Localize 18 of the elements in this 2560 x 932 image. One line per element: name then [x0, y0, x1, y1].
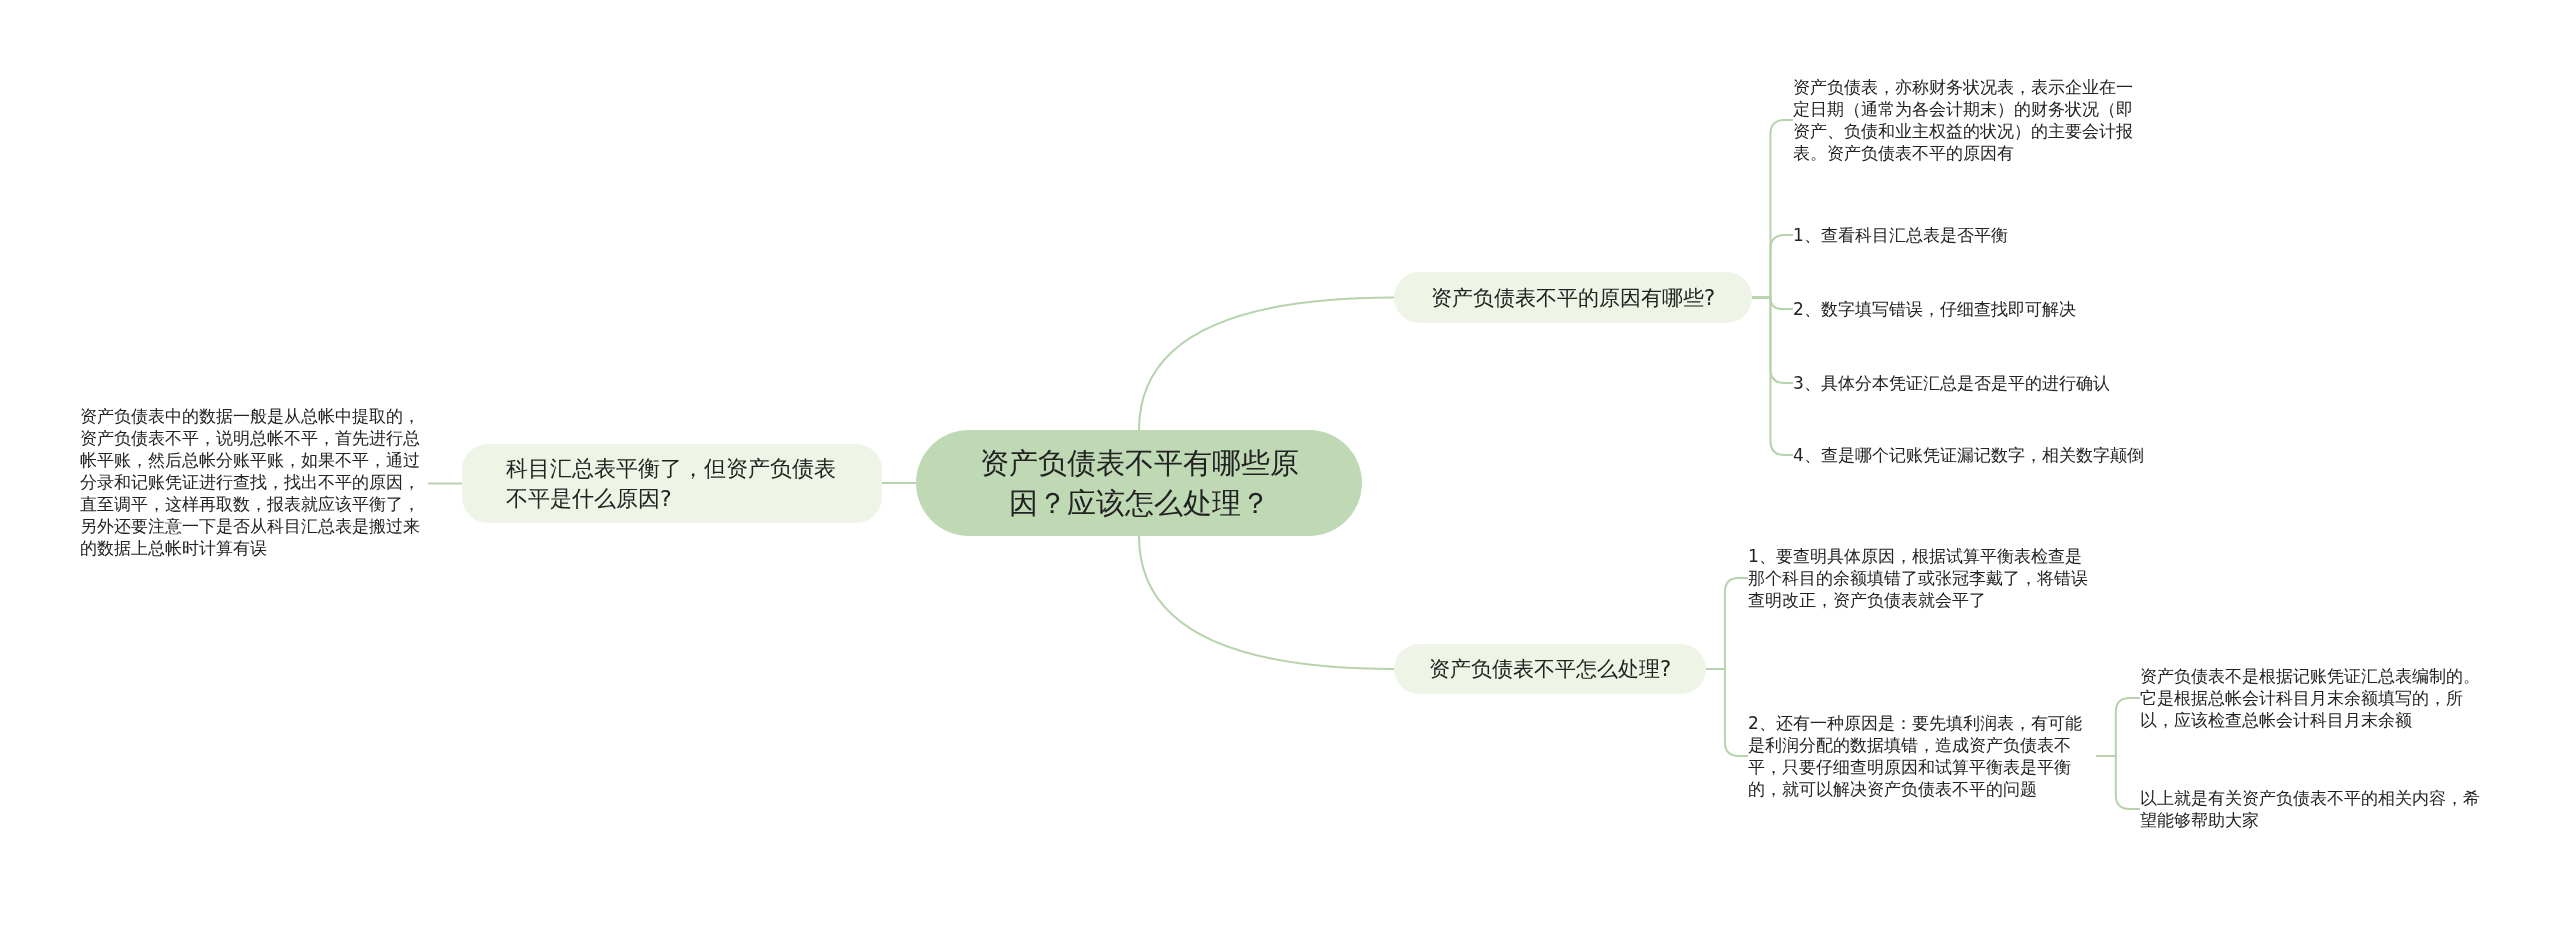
note-text: 1、要查明具体原因，根据试算平衡表检查是那个科目的余额填错了或张冠李戴了，将错误查明改正，资产负债表就会平了: [1748, 545, 2096, 611]
note-text: 资产负债表，亦称财务状况表，表示企业在一定日期（通常为各会计期末）的财务状况（即资产、负债和业主权益的状况）的主要会计报表。资产负债表不平的原因有: [1793, 76, 2145, 164]
note-text: 4、查是哪个记账凭证漏记数字，相关数字颠倒: [1793, 444, 2145, 466]
note-text: 3、具体分本凭证汇总是否是平的进行确认: [1793, 372, 2145, 394]
topic-box: 资产负债表不平的原因有哪些?: [1394, 272, 1752, 323]
connector: [427, 482, 463, 485]
note-text: 资产负债表不是根据记账凭证汇总表编制的。它是根据总帐会计科目月末余额填写的，所以，应该检查总帐会计科目月末余额: [2140, 665, 2492, 731]
note-text: 2、数字填写错误，仔细查找即可解决: [1793, 298, 2145, 320]
note-text: 以上就是有关资产负债表不平的相关内容，希望能够帮助大家: [2140, 787, 2492, 831]
central-topic: 资产负债表不平有哪些原因？应该怎么处理？: [916, 430, 1362, 536]
topic-box: 资产负债表不平怎么处理?: [1394, 644, 1706, 694]
connector: [881, 482, 917, 484]
note-text: 1、查看科目汇总表是否平衡: [1793, 224, 2145, 246]
note-text: 资产负债表中的数据一般是从总帐中提取的，资产负债表不平，说明总帐不平，首先进行总帐平账，然后总帐分账平账，如果不平，通过分录和记账凭证进行查找，找出不平的原因，直至调平，这样再取数，报表就应该平衡了，另外还要注意一下是否从科目汇总表是搬过来的数据上总帐时计算有误: [80, 405, 428, 559]
connector: [1138, 296, 1395, 431]
connector: [1138, 535, 1395, 670]
topic-box: 科目汇总表平衡了，但资产负债表不平是什么原因?: [462, 444, 882, 523]
note-text: 2、还有一种原因是：要先填利润表，有可能是利润分配的数据填错，造成资产负债表不平，只要仔细查明原因和试算平衡表是平衡的，就可以解决资产负债表不平的问题: [1748, 712, 2096, 800]
